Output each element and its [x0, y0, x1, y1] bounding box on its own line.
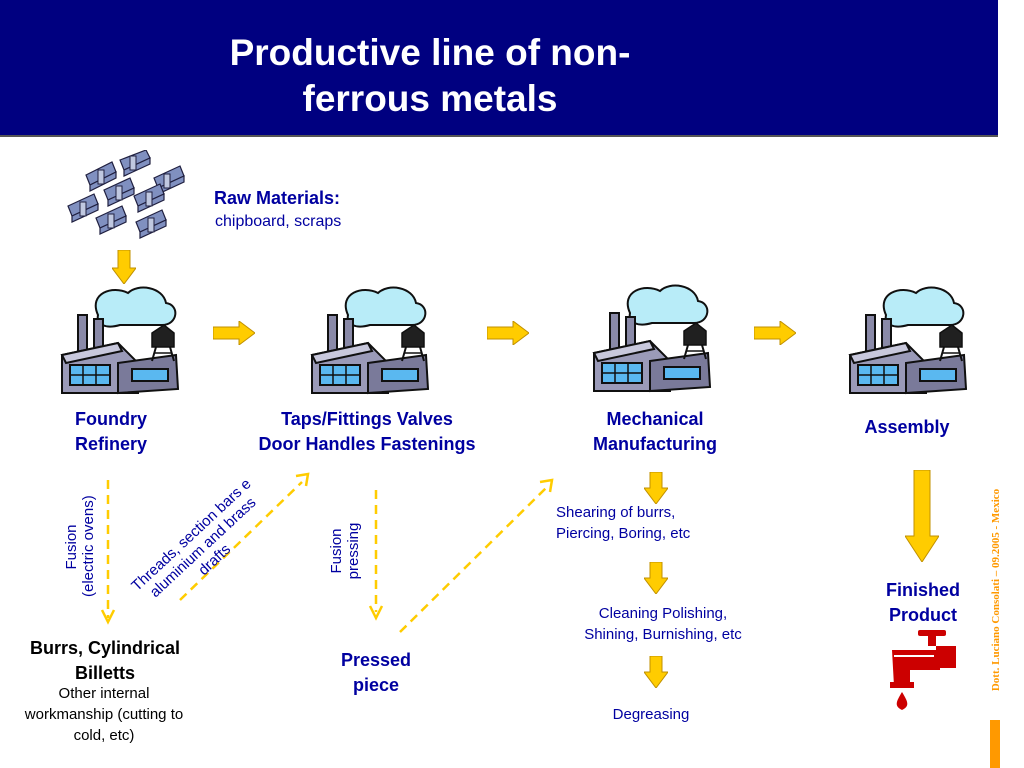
mech-step-shearing-line-2: Piercing, Boring, etc — [556, 525, 691, 542]
arrow-down-icon — [905, 470, 939, 562]
factory-icon — [61, 286, 179, 394]
mech-step-shearing-line-1: Shearing of burrs, — [556, 504, 676, 521]
process-dashed-arrows — [100, 472, 554, 633]
fusion-pressing-line-1: Fusion — [328, 528, 345, 574]
raw-materials-detail: chipboard, scraps — [215, 213, 342, 230]
arrow-down-icon — [644, 562, 668, 594]
burrs-detail-line-2: workmanship (cutting to — [24, 706, 184, 723]
pressed-line-2: piece — [352, 675, 400, 695]
orange-side-band — [990, 720, 1000, 768]
raw-materials-heading: Raw Materials: — [214, 188, 341, 208]
fusion-ovens-label: Fusion (electric ovens) — [63, 495, 97, 597]
burrs-detail-line-1: Other internal — [58, 685, 150, 702]
burrs-detail: Other internal workmanship (cutting to c… — [4, 683, 204, 746]
arrow-down-icon — [644, 656, 668, 688]
arrow-right-icon — [487, 321, 529, 345]
stage-foundry-line-2: Refinery — [74, 434, 148, 454]
mech-step-cleaning: Cleaning Polishing, Shining, Burnishing,… — [548, 603, 778, 645]
title-banner: Productive line of non- ferrous metals — [0, 0, 998, 137]
arrow-right-icon — [213, 321, 255, 345]
factory-icon — [849, 286, 967, 394]
fusion-pressing-label: Fusion pressing — [328, 516, 362, 586]
finished-line-2: Product — [888, 605, 957, 625]
arrow-right-icon — [754, 321, 796, 345]
burrs-detail-line-3: cold, etc) — [73, 727, 135, 744]
fusion-pressing-line-2: pressing — [345, 522, 362, 580]
pressed-line-1: Pressed — [340, 650, 412, 670]
stage-mechanical-line-1: Mechanical — [606, 409, 704, 429]
finished-product-label: Finished Product — [860, 578, 986, 628]
mech-step-cleaning-line-1: Cleaning Polishing, — [598, 605, 728, 622]
page-title: Productive line of non- ferrous metals — [130, 30, 730, 122]
factory-icon — [311, 286, 429, 394]
fusion-ovens-line-1: Fusion — [63, 524, 80, 570]
burrs-title: Burrs, Cylindrical Billetts — [10, 636, 200, 686]
mech-step-cleaning-line-2: Shining, Burnishing, etc — [584, 626, 742, 643]
stage-mechanical-line-2: Manufacturing — [593, 434, 717, 454]
burrs-title-line-1: Burrs, Cylindrical — [29, 638, 181, 658]
stage-foundry-line-1: Foundry — [75, 409, 147, 429]
metal-bars-icon — [67, 150, 185, 239]
stage-assembly-label: Assembly — [864, 417, 950, 437]
stage-foundry-label: Foundry Refinery — [40, 407, 182, 457]
stage-taps-line-2: Door Handles Fastenings — [258, 434, 476, 454]
stage-taps-line-1: Taps/Fittings Valves — [281, 409, 453, 429]
stage-mechanical-label: Mechanical Manufacturing — [562, 407, 748, 457]
faucet-icon — [890, 630, 956, 710]
arrow-down-icon — [112, 250, 136, 284]
pressed-piece-label: Pressed piece — [320, 648, 432, 698]
burrs-title-line-2: Billetts — [74, 663, 135, 683]
title-line-2: ferrous metals — [302, 78, 558, 119]
stage-taps-label: Taps/Fittings Valves Door Handles Fasten… — [226, 407, 508, 457]
author-credit: Dott. Luciano Consolati – 09.2005 - Mexi… — [990, 488, 1002, 692]
mech-step-shearing: Shearing of burrs, Piercing, Boring, etc — [556, 502, 690, 544]
arrow-down-icon — [644, 472, 668, 504]
title-line-1: Productive line of non- — [229, 32, 631, 73]
mech-step-degreasing: Degreasing — [612, 706, 690, 723]
finished-line-1: Finished — [885, 580, 960, 600]
fusion-ovens-line-2: (electric ovens) — [80, 495, 97, 597]
factory-icon — [593, 284, 711, 392]
